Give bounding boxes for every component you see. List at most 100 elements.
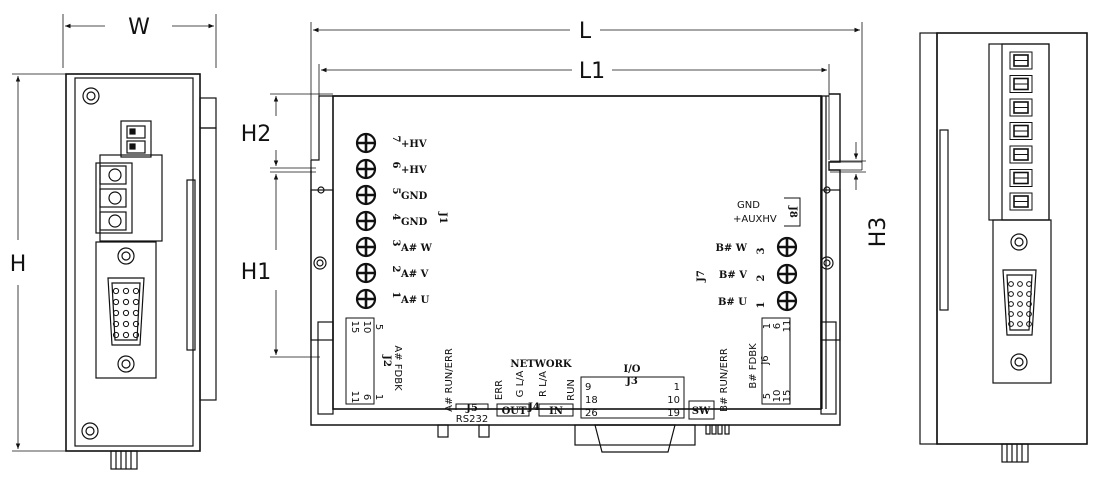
j3-box xyxy=(580,376,685,419)
db15-pin xyxy=(112,320,120,328)
j3-pin-number: 19 xyxy=(667,408,680,419)
left-side-view xyxy=(12,14,217,470)
j6-pin-number: 1 xyxy=(762,323,773,329)
j4-label: J4 xyxy=(527,402,540,413)
db15-pin xyxy=(132,331,140,339)
err-label: ERR xyxy=(494,380,505,400)
terminal-slot xyxy=(1009,98,1033,117)
terminal-slot xyxy=(1009,145,1033,164)
j1-pin-number: 5 xyxy=(390,188,401,195)
a-run-err-label: A# RUN/ERR xyxy=(444,348,455,412)
j1-pin-number: 7 xyxy=(390,136,401,143)
network-label: NETWORK xyxy=(510,359,571,370)
db15-pin xyxy=(1017,291,1023,297)
db15-pin xyxy=(1008,311,1014,317)
db15-pin xyxy=(1017,321,1023,327)
j6-pin-number: 6 xyxy=(772,323,783,329)
io-label: I/O xyxy=(623,364,640,375)
db15-pin xyxy=(132,309,140,317)
in-label: IN xyxy=(549,406,563,417)
db15-pin xyxy=(112,287,120,295)
j7-pin-name: B# V xyxy=(719,270,747,281)
j8-bracket xyxy=(784,197,801,227)
db15-pin xyxy=(1026,301,1032,307)
b-run-err-label: B# RUN/ERR xyxy=(719,348,730,412)
j2-pin-number: 5 xyxy=(373,324,384,330)
dim-l-label: L xyxy=(579,19,592,44)
terminal-slot xyxy=(1009,51,1033,70)
j6-pin-number: 11 xyxy=(782,320,793,333)
j1-pin-number: 6 xyxy=(390,162,401,169)
dim-w-label: W xyxy=(128,15,150,40)
db15-pin xyxy=(112,298,120,306)
j1-pin-number: 3 xyxy=(390,240,401,247)
r-la-label: R L/A xyxy=(538,371,549,397)
front-view xyxy=(270,22,866,453)
j3-label: J3 xyxy=(625,376,638,387)
rs232-label: RS232 xyxy=(456,414,488,425)
front-terminals xyxy=(355,132,798,312)
db15-pin xyxy=(1017,301,1023,307)
j7-pin-name: B# W xyxy=(715,243,747,254)
j6-pin-number: 15 xyxy=(782,390,793,403)
db15-pin xyxy=(122,331,130,339)
j2-fdbk-label: A# FDBK xyxy=(392,345,403,391)
db15-pin xyxy=(1026,291,1032,297)
db15-pin xyxy=(1017,311,1023,317)
db15-pin xyxy=(1008,321,1014,327)
j1-pin-name: A# U xyxy=(400,295,430,306)
db15-pin xyxy=(132,298,140,306)
dim-h-label: H xyxy=(10,252,27,277)
db15-pin xyxy=(1026,311,1032,317)
j7-pin-name: B# U xyxy=(718,297,747,308)
run-label: RUN xyxy=(566,379,577,401)
j8-gnd-label: GND xyxy=(737,200,760,211)
db15-pin xyxy=(1017,281,1023,287)
db15-pin xyxy=(122,320,130,328)
j2-pin-number: 11 xyxy=(349,391,360,404)
g-la-label: G L/A xyxy=(515,370,526,397)
sw-label: SW xyxy=(692,406,711,417)
db15-left-pins xyxy=(112,287,140,339)
j6-fdbk-label: B# FDBK xyxy=(748,343,759,389)
dim-h1-label: H1 xyxy=(241,260,272,285)
j1-pin-name: GND xyxy=(401,217,428,228)
j1-pin-name: +HV xyxy=(401,165,427,176)
j5-label: J5 xyxy=(465,403,478,414)
j1-pin-name: A# W xyxy=(400,243,433,254)
j3-pin-number: 26 xyxy=(585,408,598,419)
db15-pin xyxy=(1008,291,1014,297)
db15-right-pins xyxy=(1008,281,1032,327)
j2-pin-number: 6 xyxy=(361,394,372,400)
db15-pin xyxy=(112,331,120,339)
j2-pin-number: 10 xyxy=(361,321,372,334)
dim-l1-label: L1 xyxy=(579,59,605,84)
db15-pin xyxy=(1008,281,1014,287)
db15-pin xyxy=(122,287,130,295)
db15-pin xyxy=(122,309,130,317)
terminal-slot xyxy=(1009,192,1033,211)
j7-pin-number: 3 xyxy=(756,247,767,254)
j6-box xyxy=(761,317,791,405)
db15-pin xyxy=(1026,321,1032,327)
db15-pin xyxy=(1008,301,1014,307)
j1-pin-name: GND xyxy=(401,191,428,202)
j8-label: J8 xyxy=(787,205,798,218)
dim-h2-label: H2 xyxy=(241,122,272,147)
j1-pin-name: +HV xyxy=(401,139,427,150)
j3-pin-number: 9 xyxy=(585,382,591,393)
db15-pin xyxy=(1026,281,1032,287)
j7-pin-number: 1 xyxy=(756,302,767,309)
j1-pin-number: 2 xyxy=(390,266,401,273)
j5-j4-sw-boxes xyxy=(455,400,715,420)
j6-pin-number: 10 xyxy=(772,390,783,403)
j2-box xyxy=(345,317,375,405)
db15-pin xyxy=(122,298,130,306)
